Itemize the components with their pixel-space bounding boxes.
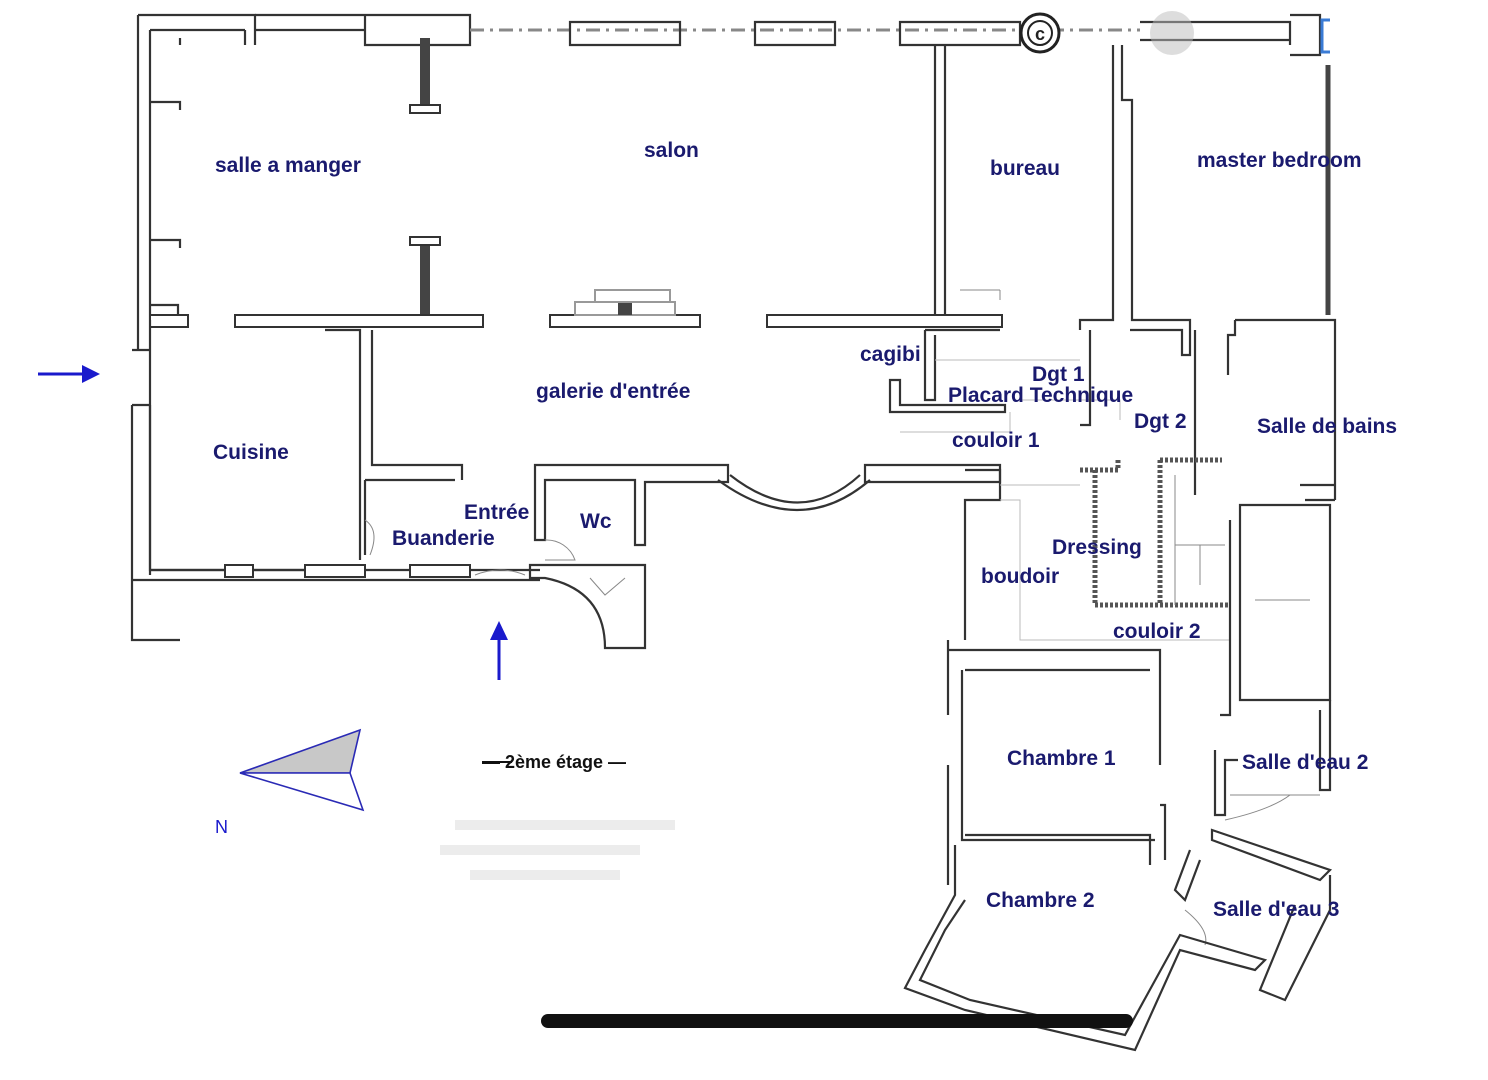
compass-icon [239,728,365,812]
label-galerie: galerie d'entrée [536,380,690,403]
label-boudoir: boudoir [981,565,1059,588]
label-dgt2: Dgt 2 [1134,410,1187,433]
copyright-icon: c [1019,12,1061,54]
west-entry-arrow-icon [38,365,100,383]
label-salle-a-manger: salle a manger [215,154,361,177]
north-label: N [215,817,228,837]
label-cuisine: Cuisine [213,441,289,464]
label-buanderie: Buanderie [392,527,495,550]
label-master-bedroom: master bedroom [1197,149,1362,172]
label-cagibi: cagibi [860,343,921,366]
label-couloir2: couloir 2 [1113,620,1201,643]
svg-text:c: c [1035,24,1045,44]
label-salle-de-bains: Salle de bains [1257,415,1397,438]
label-dgt1: Dgt 1 [1032,363,1085,386]
label-chambre2: Chambre 2 [986,889,1095,912]
label-wc: Wc [580,510,612,533]
label-chambre1: Chambre 1 [1007,747,1116,770]
interior-walls [132,289,1003,650]
east-wing-walls [888,45,1337,1052]
label-salon: salon [644,139,699,162]
columns [150,30,441,320]
label-salle-deau2: Salle d'eau 2 [1242,751,1368,774]
bracket-icon [1320,18,1330,54]
label-bureau: bureau [990,157,1060,180]
floor-label: — 2ème étage — [482,752,626,772]
label-dressing: Dressing [1052,536,1142,559]
pin-marker-icon [1150,11,1194,55]
label-couloir1: couloir 1 [952,429,1040,452]
faded-text-smudge [440,820,675,880]
label-entree: Entrée [464,501,529,524]
label-placard-technique: Placard Technique [948,384,1133,407]
label-salle-deau3: Salle d'eau 3 [1213,898,1339,921]
south-entry-arrow-icon [490,621,508,680]
